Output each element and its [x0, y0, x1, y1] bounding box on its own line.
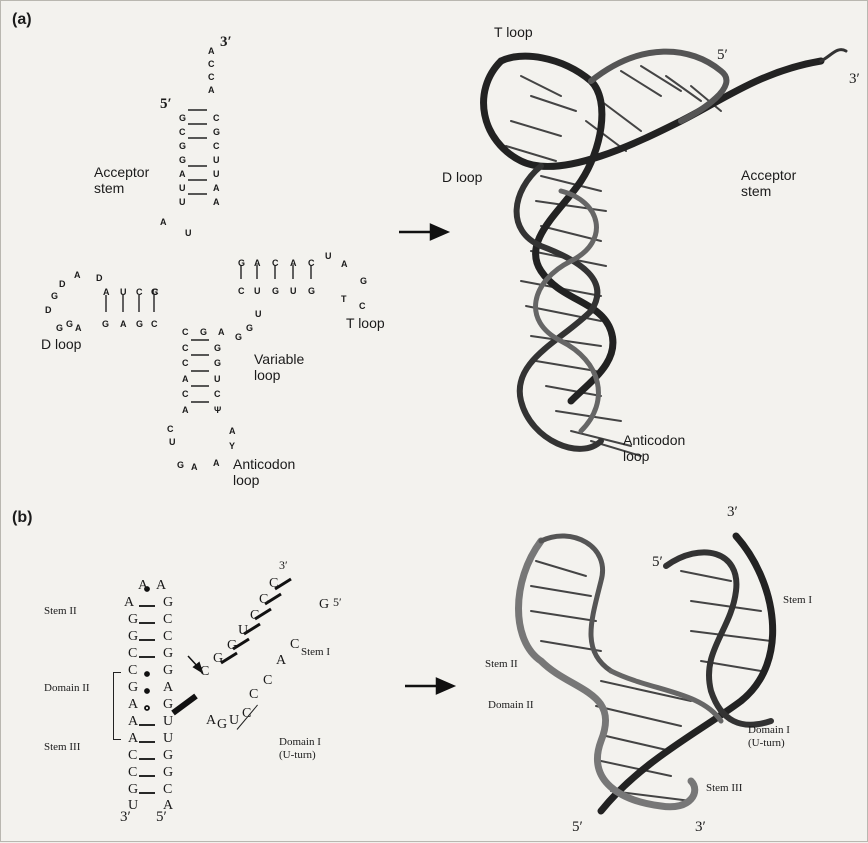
tertiary-domain-i-label: Domain I (U-turn)	[748, 724, 790, 750]
tertiary-b-end-5prime-top: 5′	[652, 554, 663, 571]
tertiary-b-end-3prime-bottom: 3′	[695, 819, 706, 836]
tertiary-b-end-3prime-top: 3′	[727, 504, 738, 521]
tertiary-b-end-5prime-bottom: 5′	[572, 819, 583, 836]
tertiary-stem-iii-label: Stem III	[706, 782, 742, 795]
tertiary-domain-ii-label: Domain II	[488, 699, 534, 712]
tertiary-stem-ii-label: Stem II	[485, 658, 518, 671]
tertiary-stem-i-label: Stem I	[783, 594, 812, 607]
